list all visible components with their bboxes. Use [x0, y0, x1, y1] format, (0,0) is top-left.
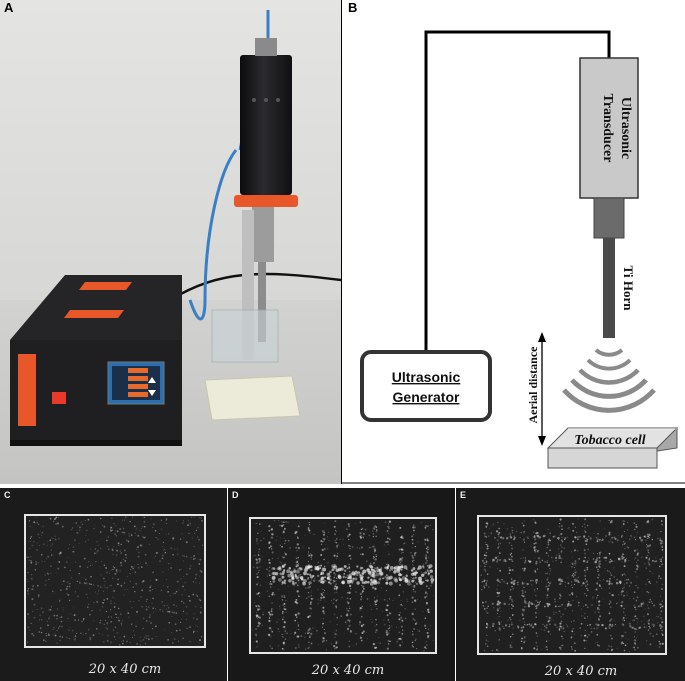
tobacco-cell-slab	[547, 447, 658, 469]
chalk-board-e: 20 x 40 cm	[477, 515, 667, 679]
ultrasound-waves	[562, 348, 656, 413]
chalk-pattern-e	[479, 518, 664, 653]
chalk-board-d: 20 x 40 cm	[249, 517, 437, 678]
distance-label: Aerial distance	[526, 346, 540, 424]
transducer-label-line1: Ultrasonic	[618, 97, 633, 159]
orange-ring	[234, 195, 298, 207]
chalk-board-c: 20 x 40 cm	[24, 514, 206, 677]
panel-letter-a: A	[4, 0, 14, 15]
ti-horn	[603, 238, 615, 338]
horn-connector	[593, 197, 625, 239]
panel-letter-e: E	[460, 490, 467, 500]
transducer-label-line2: Transducer	[600, 94, 615, 163]
caption-c: 20 x 40 cm	[88, 662, 161, 677]
panel-a-photo: A	[0, 0, 341, 484]
chalk-rectangle-c	[24, 514, 206, 648]
chalk-rectangle-d	[249, 517, 437, 654]
chalk-pattern-d	[252, 519, 435, 652]
panel-d-chalkboard: 20 x 40 cm D	[228, 488, 455, 681]
power-button	[52, 392, 66, 404]
schematic-diagram: Ultrasonic Transducer Ti Horn Aerial dis…	[342, 30, 685, 484]
device-photo	[0, 0, 341, 484]
caption-e: 20 x 40 cm	[544, 664, 617, 679]
panel-letter-b: B	[348, 0, 358, 15]
panel-letter-c: C	[4, 490, 11, 500]
generator-label-line1: Ultrasonic	[392, 369, 461, 385]
panel-letter-d: D	[232, 490, 239, 500]
horn-label: Ti Horn	[621, 266, 636, 312]
transducer-cylinder	[240, 55, 292, 195]
cell-label: Tobacco cell	[574, 433, 646, 448]
panel-e-chalkboard: 20 x 40 cm E	[456, 488, 685, 681]
transducer-box	[579, 57, 639, 199]
generator-label-line2: Generator	[393, 389, 460, 405]
tobacco-pad	[204, 375, 301, 421]
caption-d: 20 x 40 cm	[311, 663, 384, 678]
cable-line	[424, 30, 611, 352]
panel-c-chalkboard: 20 x 40 cm C	[0, 488, 227, 681]
panel-b-schematic: Ultrasonic Transducer Ti Horn Aerial dis…	[341, 0, 685, 484]
chalk-speckles-c	[26, 516, 204, 646]
generator-box-schematic	[360, 350, 492, 422]
